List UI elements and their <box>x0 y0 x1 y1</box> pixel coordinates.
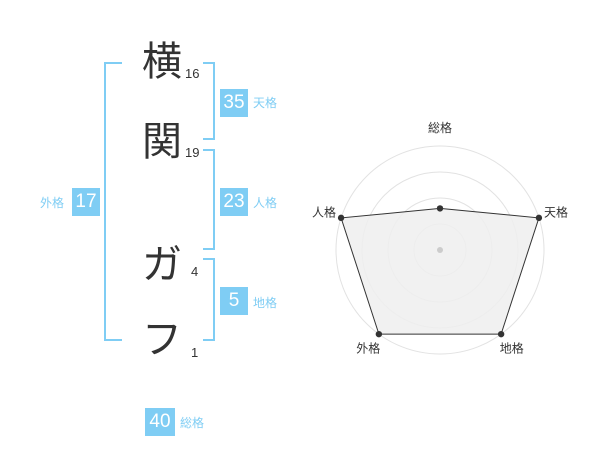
radar-point-1 <box>436 205 444 212</box>
radar-axis-label-2: 天格 <box>544 204 568 219</box>
stroke-count-2: 19 <box>185 145 200 160</box>
radar-center-dot <box>437 247 443 253</box>
radar-point-3 <box>497 330 505 338</box>
radar-axis-label-1: 総格 <box>428 120 452 135</box>
radar-ring-4 <box>335 145 545 355</box>
gaikaku-bracket <box>104 62 122 341</box>
stroke-count-1: 16 <box>185 66 200 81</box>
soukaku-badge: 40 <box>145 408 175 436</box>
jinkaku-label: 人格 <box>253 196 278 210</box>
radar-axis-label-5: 人格 <box>312 204 336 219</box>
radar-axis-label-4: 外格 <box>356 341 380 356</box>
gaikaku-label: 外格 <box>40 196 65 210</box>
name-char-1: 横 <box>142 39 182 85</box>
radar-axis-label-3: 地格 <box>500 341 524 356</box>
name-char-3: ガ <box>142 242 182 288</box>
radar-point-5 <box>337 214 345 222</box>
stroke-count-4: 1 <box>191 345 199 360</box>
radar-point-4 <box>375 330 383 338</box>
soukaku-label: 総格 <box>180 416 205 430</box>
name-char-2: 関 <box>142 119 182 165</box>
radar-point-2 <box>535 214 543 222</box>
tenkaku-label: 天格 <box>253 96 278 110</box>
radar-polygon <box>340 207 540 335</box>
jinkaku-bracket <box>203 149 215 250</box>
jinkaku-badge: 23 <box>220 188 248 216</box>
stroke-count-3: 4 <box>191 264 199 279</box>
chikaku-bracket <box>203 258 215 341</box>
gaikaku-badge: 17 <box>72 188 100 216</box>
tenkaku-bracket <box>203 62 215 140</box>
name-char-4: フ <box>142 317 182 363</box>
chikaku-label: 地格 <box>253 296 278 310</box>
chikaku-badge: 5 <box>220 287 248 315</box>
tenkaku-badge: 35 <box>220 89 248 117</box>
